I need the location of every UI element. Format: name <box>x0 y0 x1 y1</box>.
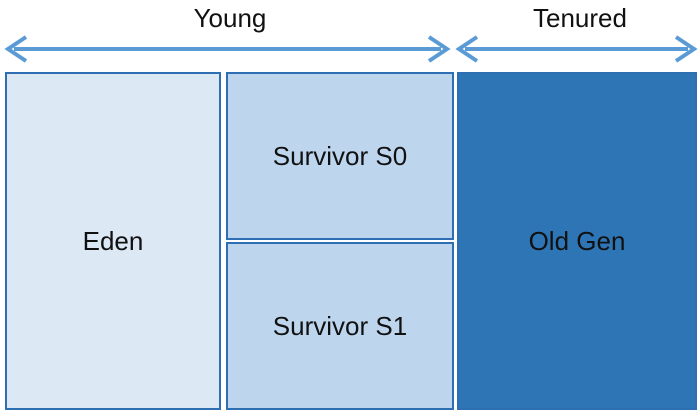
young-region-label: Young <box>193 3 267 33</box>
young-span-arrow <box>4 35 451 63</box>
old-gen-label: Old Gen <box>528 225 626 256</box>
eden-label: Eden <box>82 225 144 256</box>
survivor-s1-label: Survivor S1 <box>272 310 408 341</box>
old-gen-space: Old Gen <box>457 72 697 410</box>
tenured-span-arrow <box>455 35 698 63</box>
eden-space: Eden <box>5 72 221 410</box>
tenured-region-label: Tenured <box>533 3 627 33</box>
region-arrows <box>4 35 698 63</box>
survivor-s0-label: Survivor S0 <box>272 140 408 171</box>
survivor-s1-space: Survivor S1 <box>226 242 454 410</box>
survivor-s0-space: Survivor S0 <box>226 72 454 240</box>
